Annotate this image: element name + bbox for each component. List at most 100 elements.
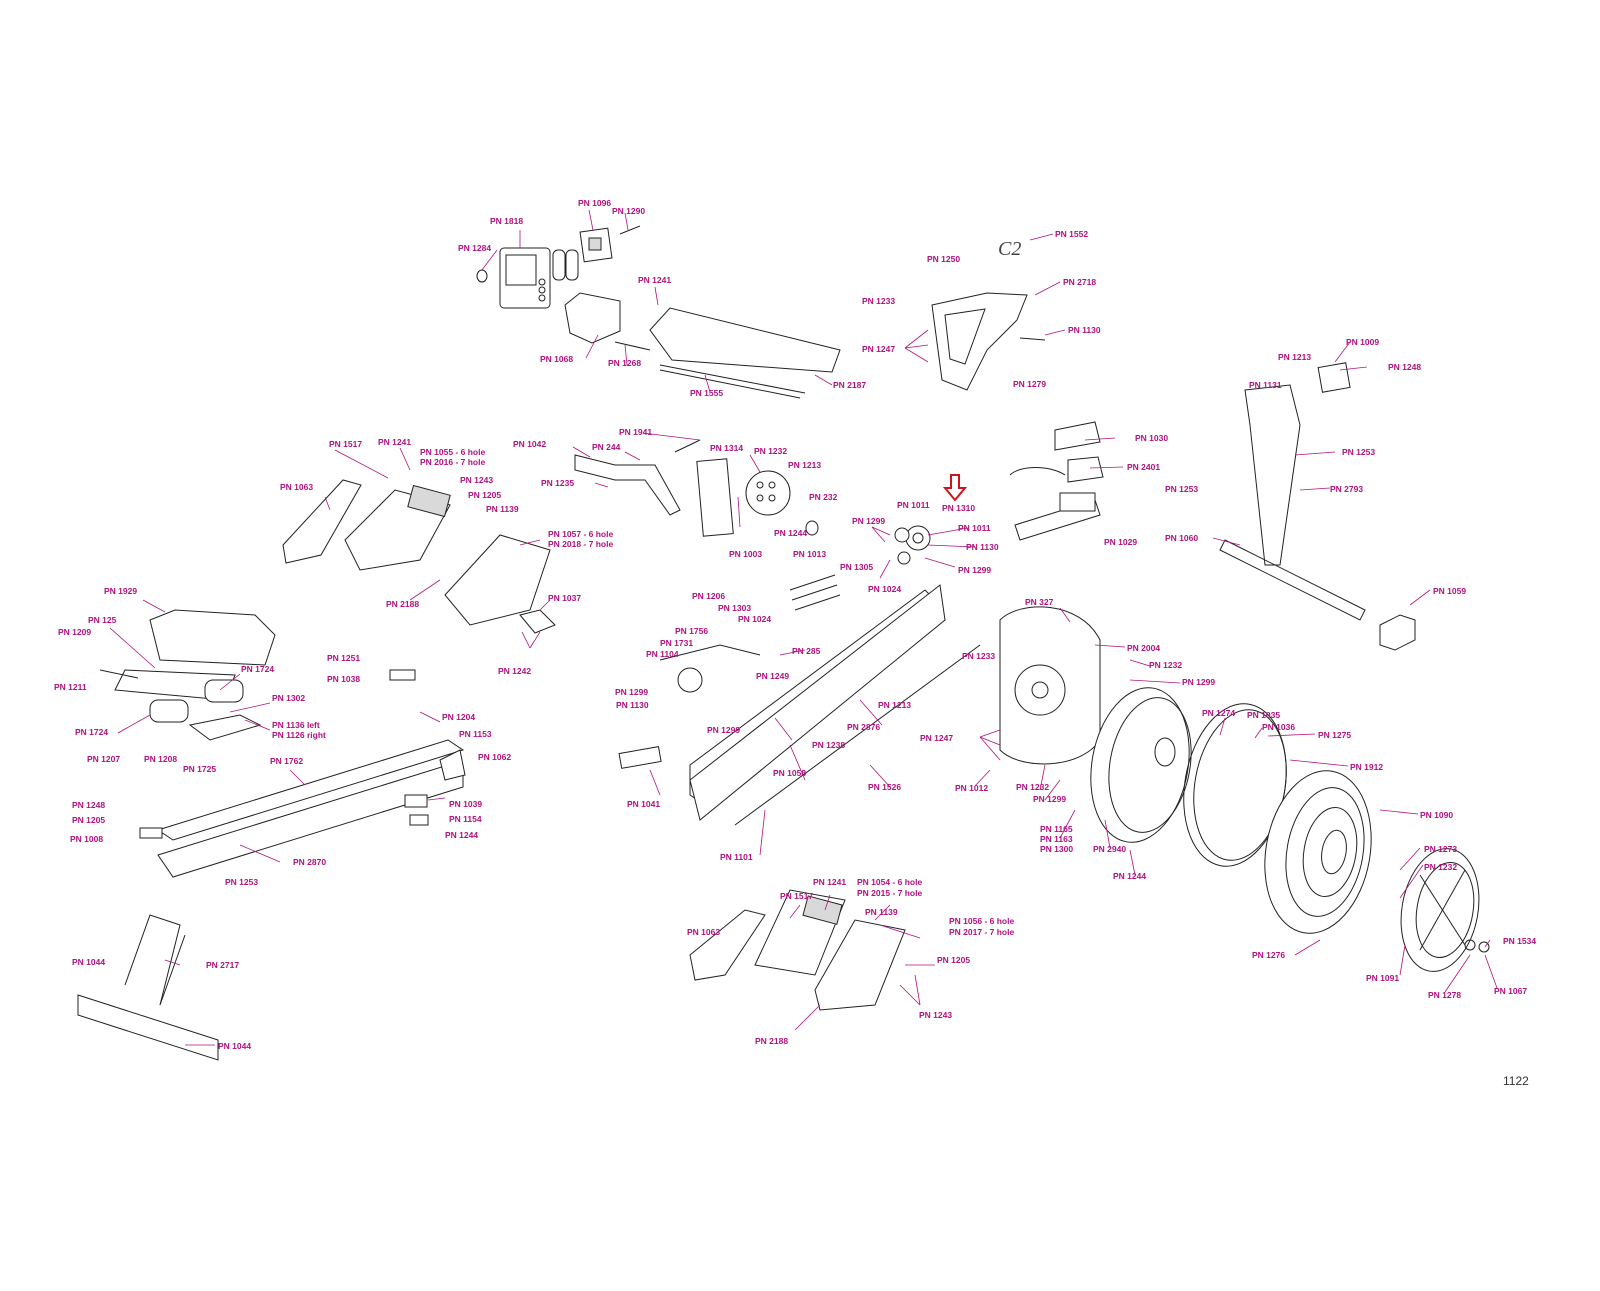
part-label: PN 327 xyxy=(1025,597,1054,607)
part-label: PN 244 xyxy=(592,442,621,452)
part-label: PN 1232 xyxy=(1149,660,1182,670)
part-label: PN 1725 xyxy=(183,764,216,774)
part-label: PN 2876 xyxy=(847,722,880,732)
rear-cover xyxy=(1264,770,1372,934)
part-label: PN 1035 xyxy=(1247,710,1280,720)
part-label: PN 2793 xyxy=(1330,484,1363,494)
part-label: PN 1242 xyxy=(498,666,531,676)
part-label: PN 1249 xyxy=(756,671,789,681)
page-number: 1122 xyxy=(1503,1074,1529,1088)
main-frame xyxy=(618,574,981,826)
part-label: PN 1063 xyxy=(280,482,313,492)
part-label: PN 1278 xyxy=(1428,990,1461,1000)
part-label: PN 1232 xyxy=(1424,862,1457,872)
part-label: PN 1104 xyxy=(646,649,679,659)
part-label: PN 1154 xyxy=(449,814,482,824)
footrest-right xyxy=(689,889,906,1011)
part-label: PN 1024 xyxy=(868,584,901,594)
rail-bracket-assembly xyxy=(1009,421,1104,541)
part-label: PN 2015 - 7 hole xyxy=(857,888,922,898)
part-label: PN 1165 xyxy=(1040,824,1073,834)
part-label: PN 1517 xyxy=(329,439,362,449)
part-label: PN 1244 xyxy=(1113,871,1146,881)
part-label: PN 2188 xyxy=(386,599,419,609)
part-label: PN 1251 xyxy=(327,653,360,663)
part-label: PN 1243 xyxy=(460,475,493,485)
seat-assembly xyxy=(99,609,276,741)
part-label: PN 1039 xyxy=(449,799,482,809)
part-label: PN 1037 xyxy=(548,593,581,603)
part-label: PN 1232 xyxy=(1016,782,1049,792)
part-label: PN 1276 xyxy=(1252,950,1285,960)
part-label: PN 1036 xyxy=(1262,722,1295,732)
part-label: PN 1762 xyxy=(270,756,303,766)
footrest-left xyxy=(282,479,556,634)
part-label: PN 1139 xyxy=(865,907,898,917)
part-label: PN 1205 xyxy=(937,955,970,965)
part-label: PN 2718 xyxy=(1063,277,1096,287)
part-label: PN 1233 xyxy=(862,296,895,306)
part-label: PN 1555 xyxy=(690,388,723,398)
part-label: PN 1273 xyxy=(1424,844,1457,854)
part-label: PN 1024 xyxy=(738,614,771,624)
part-label: PN 2940 xyxy=(1093,844,1126,854)
part-label: PN 1241 xyxy=(813,877,846,887)
part-label: PN 1244 xyxy=(774,528,807,538)
part-label: PN 1029 xyxy=(1104,537,1137,547)
part-label: PN 1058 xyxy=(773,768,806,778)
part-label: PN 1101 xyxy=(720,852,753,862)
part-label: PN 1206 xyxy=(692,591,725,601)
part-label: PN 1250 xyxy=(927,254,960,264)
part-label: PN 1303 xyxy=(718,603,751,613)
part-label: PN 1232 xyxy=(754,446,787,456)
part-label: PN 1130 xyxy=(616,700,649,710)
part-label: PN 1300 xyxy=(1040,844,1073,854)
chain-guard: C2 xyxy=(931,238,1046,391)
part-label: PN 2401 xyxy=(1127,462,1160,472)
part-label: PN 1130 xyxy=(1068,325,1101,335)
damper-ring xyxy=(1183,703,1287,867)
c2-logo: C2 xyxy=(998,238,1021,260)
part-label: PN 1248 xyxy=(1388,362,1421,372)
part-label: PN 1299 xyxy=(707,725,740,735)
part-label: PN 1211 xyxy=(54,682,87,692)
part-label: PN 1091 xyxy=(1366,973,1399,983)
part-label: PN 1131 xyxy=(1249,380,1282,390)
part-label: PN 1299 xyxy=(1033,794,1066,804)
part-label: PN 1067 xyxy=(1494,986,1527,996)
monitor-stand xyxy=(1219,362,1416,651)
part-label: PN 1213 xyxy=(878,700,911,710)
part-label: PN 2018 - 7 hole xyxy=(548,539,613,549)
part-label: PN 2187 xyxy=(833,380,866,390)
part-label: PN 2188 xyxy=(755,1036,788,1046)
part-label: PN 125 xyxy=(88,615,117,625)
part-label: PN 1205 xyxy=(72,815,105,825)
part-label: PN 1912 xyxy=(1350,762,1383,772)
monitor-arm xyxy=(649,307,841,399)
part-label: PN 1057 - 6 hole xyxy=(548,529,613,539)
part-label: PN 1003 xyxy=(729,549,762,559)
highlight-arrow-icon xyxy=(942,474,968,502)
part-label: PN 285 xyxy=(792,646,821,656)
monorail xyxy=(139,669,466,878)
part-label: PN 1063 xyxy=(687,927,720,937)
part-label: PN 1248 xyxy=(72,800,105,810)
part-label: PN 1268 xyxy=(608,358,641,368)
part-label: PN 1941 xyxy=(619,427,652,437)
part-label: PN 1724 xyxy=(75,727,108,737)
part-label: PN 1517 xyxy=(780,891,813,901)
part-label: PN 1244 xyxy=(445,830,478,840)
part-label: PN 1139 xyxy=(486,504,519,514)
part-label: PN 1213 xyxy=(788,460,821,470)
part-label: PN 1213 xyxy=(1278,352,1311,362)
part-label: PN 1044 xyxy=(72,957,105,967)
part-label: PN 1302 xyxy=(272,693,305,703)
handle-assembly xyxy=(574,439,819,537)
part-label: PN 1056 - 6 hole xyxy=(949,916,1014,926)
part-label: PN 2017 - 7 hole xyxy=(949,927,1014,937)
part-label: PN 1238 xyxy=(812,740,845,750)
part-label: PN 1062 xyxy=(478,752,511,762)
part-label: PN 1247 xyxy=(862,344,895,354)
